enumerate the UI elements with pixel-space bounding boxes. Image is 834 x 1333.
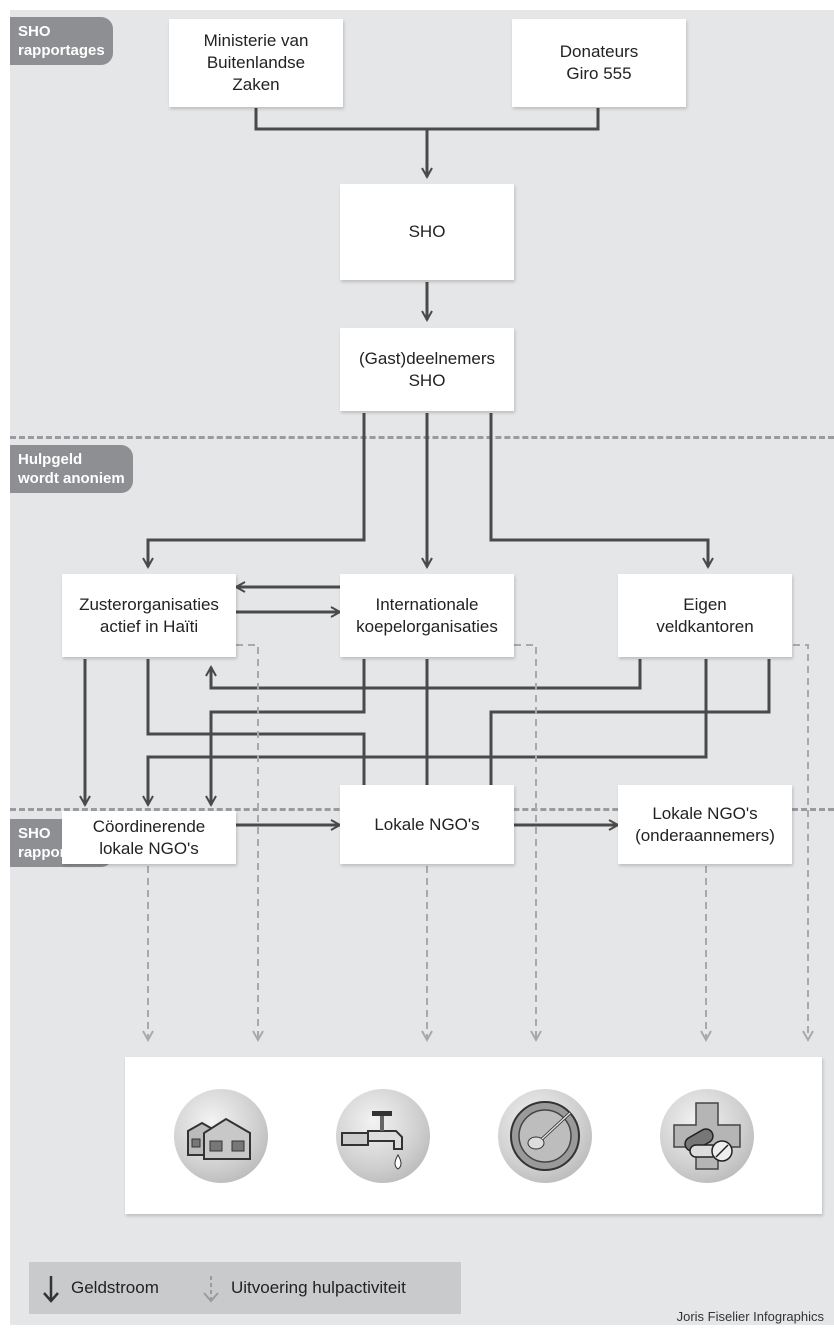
section-tag-hulpgeld-anoniem: Hulpgeld wordt anoniem [10, 445, 133, 493]
node-eigen-veldkantoren: Eigen veldkantoren [618, 574, 792, 657]
money-flow-lines [79, 108, 771, 831]
legend: Geldstroom Uitvoering hulpactiviteit [29, 1262, 461, 1314]
node-ministerie-buitenlandse-zaken: Ministerie van Buitenlandse Zaken [169, 19, 343, 107]
node-lokale-ngos: Lokale NGO's [340, 785, 514, 864]
aid-activities-panel [125, 1057, 822, 1214]
node-gastdeelnemers-sho: (Gast)deelnemers SHO [340, 328, 514, 411]
node-zusterorganisaties: Zusterorganisaties actief in Haïti [62, 574, 236, 657]
solid-arrow-icon [43, 1276, 59, 1303]
node-coordinerende-lokale-ngos: Cöordinerende lokale NGO's [62, 811, 236, 864]
section-divider-top [10, 436, 834, 439]
water-tap-icon [336, 1089, 430, 1183]
node-sho: SHO [340, 184, 514, 280]
section-tag-sho-rapportages-top: SHO rapportages [10, 17, 113, 65]
medical-cross-icon [660, 1089, 754, 1183]
tent-icon [174, 1089, 268, 1183]
node-internationale-koepelorganisaties: Internationale koepelorganisaties [340, 574, 514, 657]
legend-geldstroom: Geldstroom [71, 1278, 159, 1297]
legend-uitvoering-hulpactiviteit: Uitvoering hulpactiviteit [231, 1278, 406, 1297]
food-bowl-icon [498, 1089, 592, 1183]
dashed-arrow-icon [203, 1276, 219, 1303]
node-donateurs-giro-555: Donateurs Giro 555 [512, 19, 686, 107]
aid-activity-lines [142, 644, 814, 1043]
node-lokale-ngos-onderaannemers: Lokale NGO's (onderaannemers) [618, 785, 792, 864]
credit-text: Joris Fiselier Infographics [676, 1309, 824, 1324]
